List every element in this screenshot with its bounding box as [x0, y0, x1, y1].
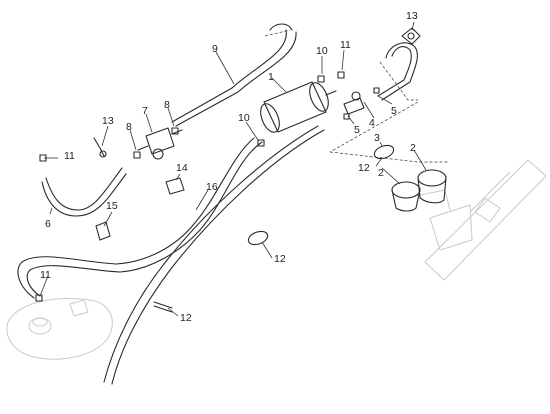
- fuel-filter-1: [260, 81, 337, 133]
- hose-right-loop: [377, 42, 418, 101]
- clamp-13-top: [401, 27, 421, 45]
- hose-16-lower: [103, 125, 325, 385]
- frame-ghost-outline: [414, 159, 547, 281]
- clip-14: [165, 177, 185, 195]
- callout-5-left: 5: [354, 124, 360, 136]
- callout-12-mid: 12: [274, 253, 286, 265]
- clip-15: [95, 221, 111, 241]
- clamp-2-left: [391, 181, 421, 212]
- callout-10-top: 10: [316, 45, 328, 57]
- hose-6: [41, 167, 127, 217]
- callout-11-left: 11: [64, 150, 75, 162]
- ring-12-top: [373, 144, 395, 160]
- callout-4: 4: [369, 117, 375, 129]
- clamp-2-right: [417, 169, 447, 204]
- fuel-tank-ghost-outline: [6, 298, 113, 360]
- callout-2-right: 2: [410, 142, 416, 154]
- callout-9: 9: [212, 43, 218, 55]
- callout-8-left: 8: [126, 121, 132, 133]
- connector-13-left: [93, 137, 107, 158]
- ring-12-mid: [247, 230, 269, 246]
- leader-lines: [39, 21, 427, 317]
- hose-lower-left: [17, 256, 121, 299]
- callout-14: 14: [176, 162, 188, 174]
- callout-1: 1: [268, 71, 274, 83]
- callout-10-mid: 10: [238, 112, 250, 124]
- callout-labels: 1 2 2 3 4 5 5 6 7 8 8 9 10 10 11 11 11 1…: [40, 10, 418, 324]
- callout-12-top: 12: [358, 162, 370, 174]
- spring-12-bottom: [153, 301, 173, 313]
- callout-15: 15: [106, 200, 118, 212]
- hose-9: [171, 23, 297, 127]
- callout-3: 3: [374, 132, 380, 144]
- callout-7: 7: [142, 105, 148, 117]
- callout-6: 6: [45, 218, 51, 230]
- callout-16: 16: [206, 181, 218, 193]
- callout-11-bottom: 11: [40, 269, 51, 281]
- callout-13-top: 13: [406, 10, 418, 22]
- callout-2-left: 2: [378, 167, 384, 179]
- connector-4: [343, 91, 365, 115]
- hose-16: [115, 137, 263, 273]
- callout-12-bottom: 12: [180, 312, 192, 324]
- small-fittings: [35, 71, 380, 302]
- callout-11-top: 11: [340, 39, 351, 51]
- fuel-valve-7: [137, 127, 183, 160]
- callout-8-right: 8: [164, 99, 170, 111]
- callout-5-right: 5: [391, 105, 397, 117]
- callout-13-left: 13: [102, 115, 114, 127]
